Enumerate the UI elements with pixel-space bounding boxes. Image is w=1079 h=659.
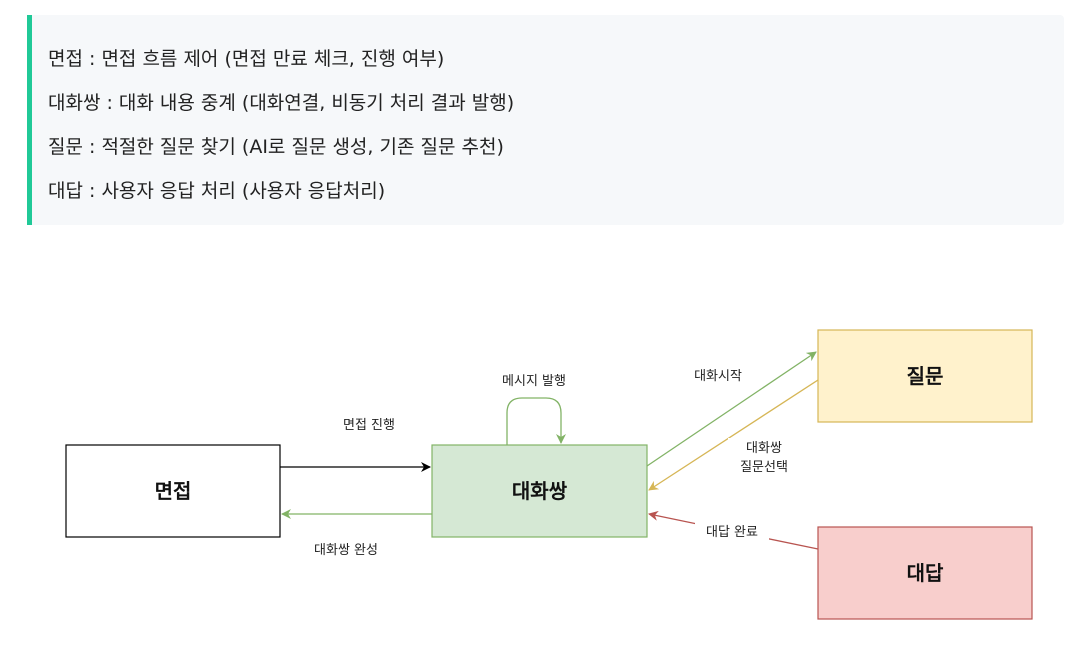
answer-node [817,526,1033,620]
interview-node [65,444,281,538]
dialog-pair-node [431,444,648,538]
edge-label-bg-answer-complete [695,522,769,540]
note-question: 질문 : 적절한 질문 찾기 (AI로 질문 생성, 기존 질문 추천) [48,136,504,158]
edge-label-dialog-start: 대화시작 [694,369,742,384]
edge-message-publish [506,397,566,445]
note-dialog-pair: 대화쌍 : 대화 내용 중계 (대화연결, 비동기 처리 결과 발행) [48,92,515,114]
edge-label-bg-question-select [728,438,800,478]
note-interview: 면접 : 면접 흐름 제어 (면접 만료 체크, 진행 여부) [48,48,445,70]
edge-label-bg-dialog-start [683,366,753,384]
edge-label-answer-complete: 대답 완료 [706,525,758,540]
edge-label-interview-progress: 면접 진행 [343,417,395,433]
answer-node-label: 대답 [907,561,944,585]
dialog-pair-node-label: 대화쌍 [512,479,568,503]
edge-dialog-start [646,351,817,467]
edge-label-question-select-line1: 대화쌍 [746,441,782,456]
edge-label-dialog-pair-complete: 대화쌍 완성 [314,543,378,558]
edge-label-message-publish: 메시지 발행 [502,373,566,389]
edge-label-question-select-line2: 질문선택 [740,460,788,475]
note-answer: 대답 : 사용자 응답 처리 (사용자 응답처리) [48,180,386,202]
question-node-label: 질문 [907,364,944,388]
description-callout [27,15,1064,225]
question-node [817,329,1033,423]
edge-question-select [648,379,819,491]
interview-node-label: 면접 [155,479,192,503]
